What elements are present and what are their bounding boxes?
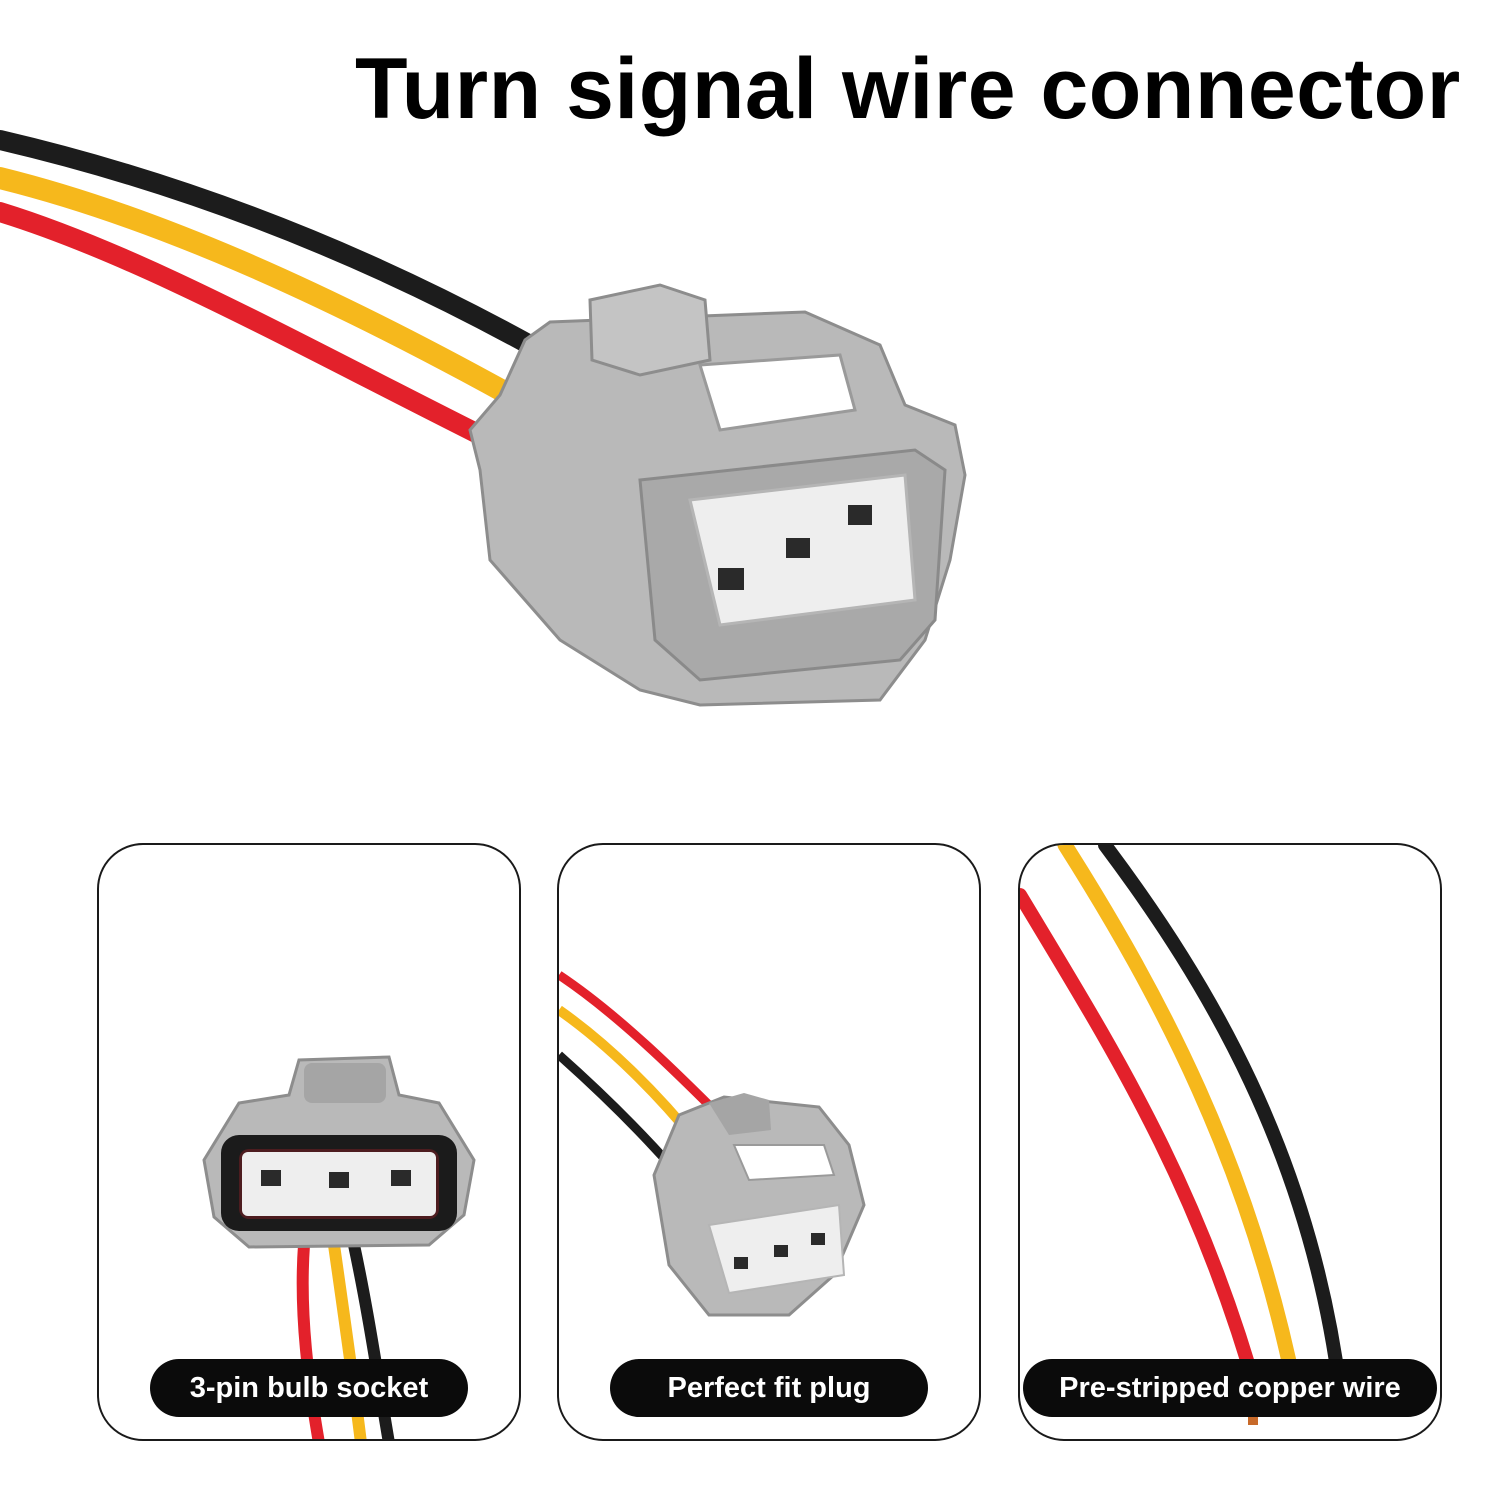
plug-image — [559, 971, 866, 1317]
page-title: Turn signal wire connector — [355, 41, 1461, 137]
feature-label: Pre-stripped copper wire — [1023, 1359, 1437, 1417]
bulb-socket-image — [202, 1055, 476, 1439]
feature-label: Perfect fit plug — [610, 1359, 928, 1417]
feature-card-bulb-socket: 3-pin bulb socket — [97, 843, 521, 1441]
stripped-wire-image — [1020, 845, 1347, 1425]
hero-connector-image — [0, 130, 967, 707]
feature-card-copper-wire: Pre-stripped copper wire — [1018, 843, 1442, 1441]
feature-card-plug: Perfect fit plug — [557, 843, 981, 1441]
feature-label: 3-pin bulb socket — [150, 1359, 468, 1417]
